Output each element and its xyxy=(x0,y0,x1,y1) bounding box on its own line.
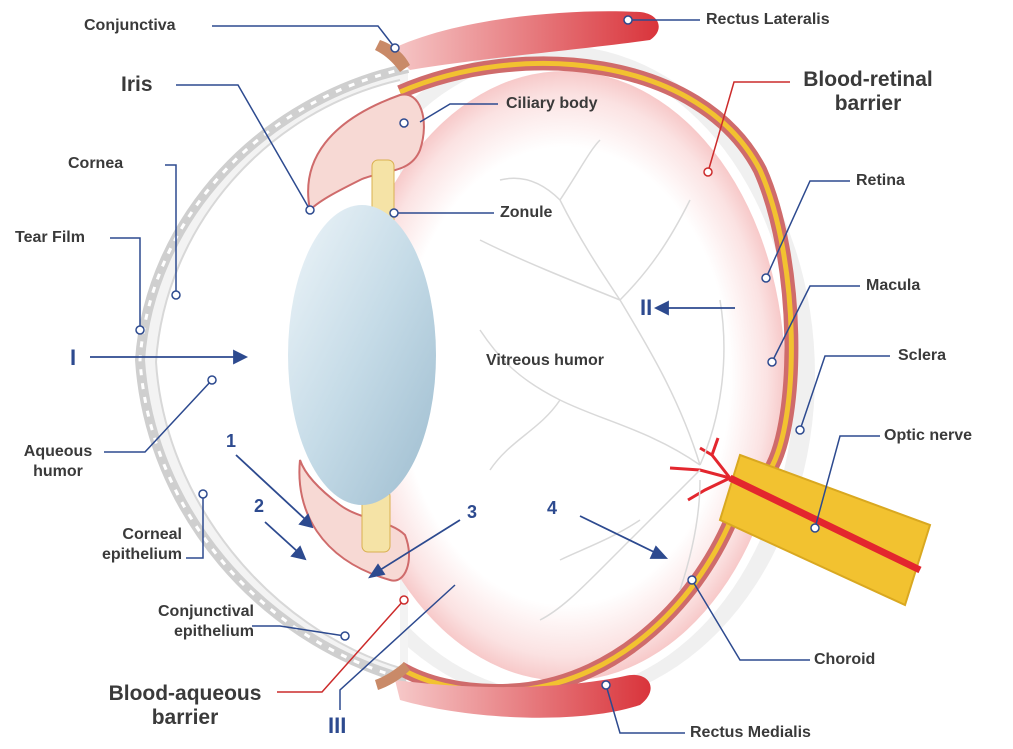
label-aqueous-humor: Aqueous humor xyxy=(12,442,104,482)
label-cornea: Cornea xyxy=(68,154,123,174)
label-choroid: Choroid xyxy=(814,650,875,670)
aqueous-line2: humor xyxy=(12,462,104,482)
label-conjunctival-epithelium: Conjunctival epithelium xyxy=(120,602,254,642)
label-zonule: Zonule xyxy=(500,203,552,223)
label-tear-film: Tear Film xyxy=(15,228,85,248)
pathway-I: I xyxy=(70,346,76,370)
blood-aqueous-line2: barrier xyxy=(90,706,280,730)
conj-ep-line2: epithelium xyxy=(120,622,254,642)
label-vitreous-humor: Vitreous humor xyxy=(486,351,604,371)
label-retina: Retina xyxy=(856,171,905,191)
label-macula: Macula xyxy=(866,276,920,296)
label-optic-nerve: Optic nerve xyxy=(884,426,972,446)
lens xyxy=(288,205,436,505)
label-rectus-medialis: Rectus Medialis xyxy=(690,723,811,743)
label-ciliary-body: Ciliary body xyxy=(506,94,598,114)
route-number-3: 3 xyxy=(467,502,477,522)
route-number-4: 4 xyxy=(547,498,557,518)
corneal-ep-line2: epithelium xyxy=(66,545,182,565)
aqueous-line1: Aqueous xyxy=(12,442,104,462)
conj-ep-line1: Conjunctival xyxy=(120,602,254,622)
label-blood-aqueous-barrier: Blood-aqueous barrier xyxy=(90,682,280,730)
label-rectus-lateralis: Rectus Lateralis xyxy=(706,10,830,30)
route-number-1: 1 xyxy=(226,431,236,451)
label-iris: Iris xyxy=(121,73,153,97)
pathway-III: III xyxy=(328,714,346,738)
label-corneal-epithelium: Corneal epithelium xyxy=(66,525,182,565)
label-conjunctiva: Conjunctiva xyxy=(84,16,176,36)
pathway-II: II xyxy=(640,296,652,320)
blood-retinal-line2: barrier xyxy=(793,92,943,116)
blood-aqueous-line1: Blood-aqueous xyxy=(90,682,280,706)
label-blood-retinal-barrier: Blood-retinal barrier xyxy=(793,68,943,116)
route-number-2: 2 xyxy=(254,496,264,516)
label-sclera: Sclera xyxy=(898,346,946,366)
corneal-ep-line1: Corneal xyxy=(66,525,182,545)
blood-retinal-line1: Blood-retinal xyxy=(793,68,943,92)
